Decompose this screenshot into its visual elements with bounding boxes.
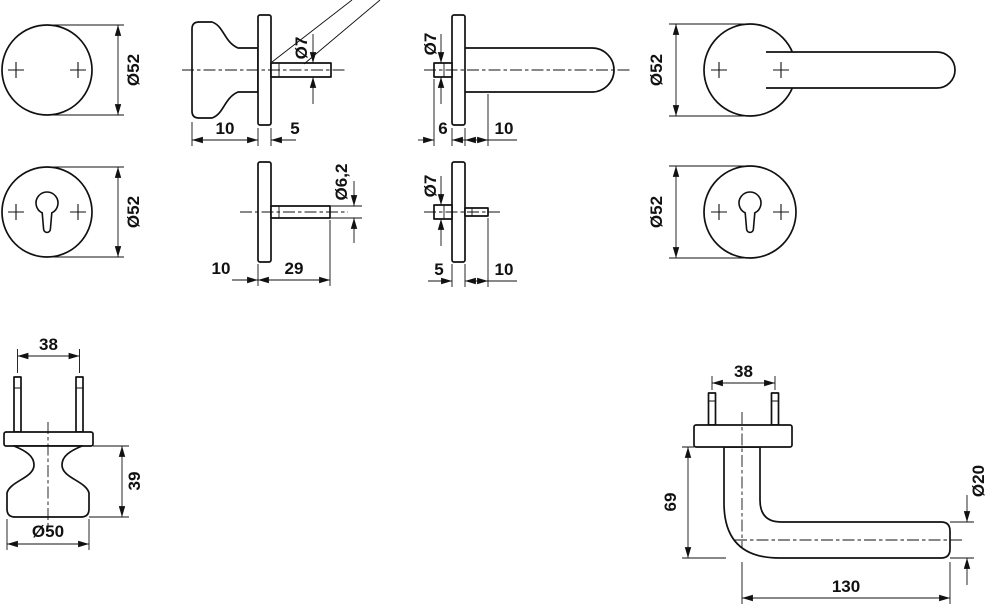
leader-lines <box>271 0 381 65</box>
dim-label-base: Ø50 <box>32 522 64 541</box>
dim-label-length: 29 <box>285 259 304 278</box>
dimension-extension-lines <box>451 218 489 287</box>
view-rose-rod-left: Ø6,2 29 10 <box>212 161 362 286</box>
view-lever-side: Ø7 6 10 <box>418 14 632 146</box>
dimension-extension-lines <box>47 166 124 258</box>
mounting-pin <box>707 392 717 426</box>
dim-label-length: 130 <box>832 577 860 596</box>
dimension-extension-lines <box>6 519 90 550</box>
dim-label-diameter: Ø52 <box>647 196 666 228</box>
mounting-pin <box>770 392 780 426</box>
dimension-extension-lines <box>89 445 129 518</box>
cross-mark <box>710 61 728 79</box>
cross-mark <box>7 203 25 221</box>
dimension-extension-lines <box>669 23 750 117</box>
dimension-extension-lines <box>433 79 489 146</box>
dim-label-height: 39 <box>125 472 144 491</box>
view-rose-pz-front-left: Ø52 <box>1 166 143 258</box>
lever-outline <box>723 446 951 559</box>
dim-label-grip: Ø20 <box>969 465 988 497</box>
dimension-extension-lines <box>191 122 272 146</box>
dimension-extension-lines <box>257 220 331 286</box>
cross-mark <box>69 61 87 79</box>
cross-mark <box>7 61 25 79</box>
dim-label-depth: 10 <box>216 119 235 138</box>
dim-label-diameter: Ø52 <box>124 196 143 228</box>
dim-label-diameter: Ø52 <box>647 54 666 86</box>
dimension-extension-lines <box>669 165 750 259</box>
dim-label-length: 10 <box>495 119 514 138</box>
rose-plate <box>693 424 793 448</box>
dim-label-pin-spacing: 38 <box>39 335 58 354</box>
dimension-extension-lines <box>47 24 124 116</box>
dimension-extension-lines <box>741 562 951 604</box>
dim-label-spindle: Ø7 <box>421 33 440 56</box>
cross-mark <box>710 203 728 221</box>
dim-label-height: 69 <box>661 493 680 512</box>
dim-label-pin-spacing: 38 <box>734 362 753 381</box>
dimension-extension-lines <box>17 349 80 373</box>
dim-label-plate: 5 <box>434 260 443 279</box>
rose-plate <box>3 431 94 447</box>
dim-label-offset: 10 <box>212 259 231 278</box>
dim-label-plate: 5 <box>290 119 299 138</box>
view-rose-plain-front: Ø52 <box>1 24 143 116</box>
cross-mark <box>69 203 87 221</box>
view-knob-side: Ø7 10 5 <box>182 0 381 146</box>
lever-outline <box>766 51 956 89</box>
dim-label-spindle: Ø7 <box>292 37 311 60</box>
dim-label-offset: 6 <box>438 119 447 138</box>
dim-label-length: 10 <box>495 260 514 279</box>
view-knob-front: 38 39 Ø50 <box>3 335 144 550</box>
view-lever-front: Ø52 <box>647 23 956 117</box>
view-rose-pz-front-right: Ø52 <box>647 165 797 259</box>
keyhole-cutout <box>738 191 762 234</box>
dim-label-rod: Ø6,2 <box>332 164 351 201</box>
mounting-pin <box>75 376 84 433</box>
mounting-pin <box>13 376 22 433</box>
dim-label-rod: Ø7 <box>421 175 440 198</box>
dim-label-diameter: Ø52 <box>124 54 143 86</box>
dimension-extension-lines <box>950 521 974 559</box>
keyhole-cutout <box>35 191 59 234</box>
dimension-extension-lines <box>330 205 362 219</box>
view-lever-profile: 38 69 Ø20 130 <box>661 362 988 604</box>
view-rose-rod-right: Ø7 5 10 <box>421 161 517 287</box>
dimension-extension-lines <box>682 446 726 559</box>
cross-mark <box>772 203 790 221</box>
